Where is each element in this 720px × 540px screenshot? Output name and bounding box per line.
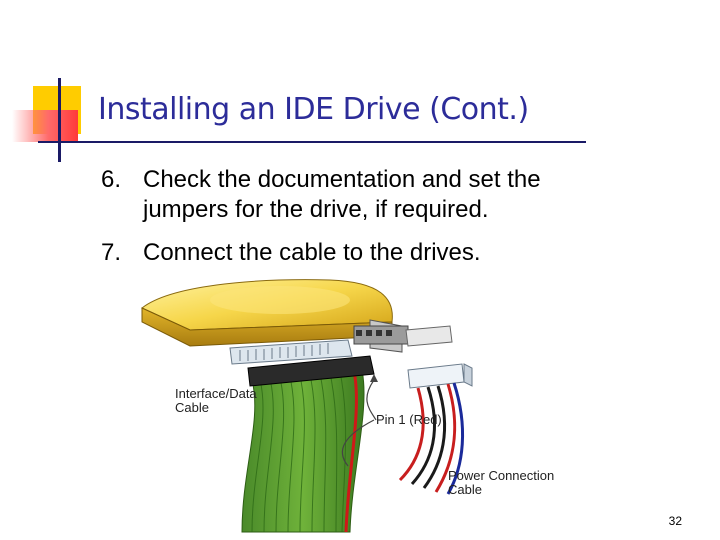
list-item-number: 7.: [101, 239, 122, 266]
list-item-number: 6.: [101, 166, 122, 193]
power-connector: [407, 363, 473, 389]
decor-vertical-line: [58, 78, 61, 162]
interface-label-line2: Cable: [175, 400, 209, 415]
pin1-arrow-line: [366, 379, 377, 421]
pin1-arrow-head: [370, 374, 378, 382]
power-label-line2: Cable: [448, 482, 482, 497]
list-item-text: Check the documentation and set the jump…: [143, 166, 541, 223]
pin1-label: Pin 1 (Red): [376, 412, 442, 427]
power-label: Power Connection: [448, 468, 554, 483]
decor-red-gradient: [12, 110, 78, 142]
interface-label: Interface/Data: [175, 386, 257, 401]
page-number: 32: [668, 514, 682, 528]
ide-drive-illustration: Interface/Data Cable Pin 1 (Red) Power C…: [141, 279, 554, 533]
slide-title: Installing an IDE Drive (Cont.): [98, 92, 529, 127]
ribbon-cable: [241, 355, 375, 533]
pin1-pointer: [341, 419, 375, 467]
list-item-text: Connect the cable to the drives.: [143, 239, 481, 266]
power-wires: [398, 382, 464, 495]
hard-drive: [141, 279, 453, 365]
title-underline: [38, 141, 586, 143]
